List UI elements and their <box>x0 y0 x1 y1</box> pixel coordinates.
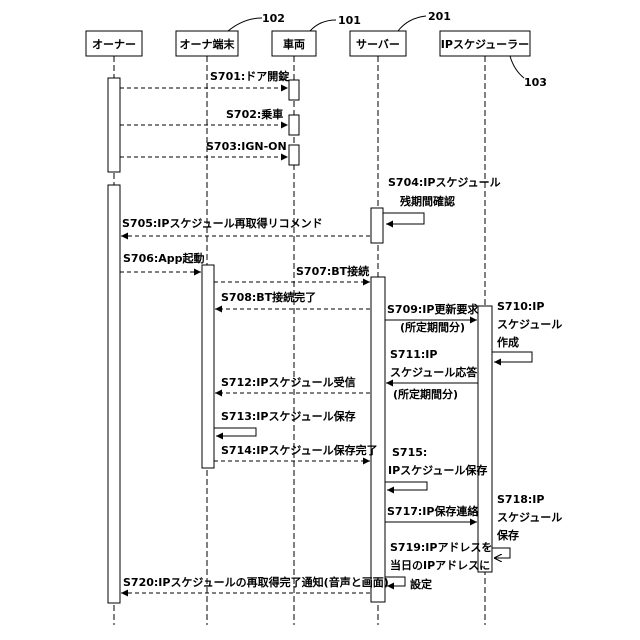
label-s719-line2: 当日のIPアドレスに <box>390 558 490 572</box>
label-s705: S705:IPスケジュール再取得リコメンド <box>122 216 323 230</box>
participant-scheduler-label: IPスケジューラー <box>441 38 529 51</box>
label-s710-line1: S710:IP <box>497 300 544 313</box>
label-s708: S708:BT接続完了 <box>221 290 316 304</box>
activation-vehicle-3 <box>289 145 299 165</box>
label-s717: S717:IP保存連絡 <box>387 504 479 518</box>
ref-201: 201 <box>428 10 451 23</box>
lifelines <box>114 56 485 625</box>
label-s718-line2: スケジュール <box>497 511 562 524</box>
arrow-s713 <box>214 428 256 436</box>
label-s712: S712:IPスケジュール受信 <box>221 375 356 389</box>
arrow-s710 <box>492 352 532 362</box>
label-s703: S703:IGN-ON <box>206 140 287 153</box>
activation-vehicle-2 <box>289 115 299 135</box>
label-s710-line2: スケジュール <box>497 318 562 331</box>
leader-101 <box>310 20 336 31</box>
label-s711-line1: S711:IP <box>390 348 437 361</box>
label-s701: S701:ドア開錠 <box>210 69 290 83</box>
label-s718-line1: S718:IP <box>497 493 544 506</box>
label-s719-line1: S719:IPアドレスを <box>390 541 492 554</box>
label-s704-line1: S704:IPスケジュール <box>388 176 501 189</box>
label-s709-line1: S709:IP更新要求 <box>387 302 479 316</box>
participant-vehicle-label: 車両 <box>283 37 305 51</box>
label-s715-line2: IPスケジュール保存 <box>388 463 487 477</box>
label-s702: S702:乗車 <box>226 107 283 121</box>
label-s704-line2: 残期間確認 <box>400 194 455 208</box>
ref-102: 102 <box>262 12 285 25</box>
participant-owner-label: オーナー <box>92 38 136 51</box>
activation-owner-1 <box>108 78 120 172</box>
label-s711-line3: (所定期間分) <box>393 387 458 401</box>
activation-owner-2 <box>108 185 120 603</box>
leader-103 <box>510 56 524 78</box>
message-labels: S701:ドア開錠 S702:乗車 S703:IGN-ON S704:IPスケジ… <box>122 69 562 591</box>
arrow-s718 <box>492 548 510 558</box>
activation-vehicle-1 <box>289 80 299 100</box>
label-s715-line1: S715: <box>392 446 427 459</box>
ref-103: 103 <box>524 76 547 89</box>
label-s710-line3: 作成 <box>497 335 519 349</box>
label-s720: S720:IPスケジュールの再取得完了通知(音声と画面) <box>123 575 389 589</box>
leader-201 <box>398 16 426 31</box>
label-s706: S706:App起動 <box>123 251 205 265</box>
arrow-s704 <box>383 213 424 224</box>
arrow-s715 <box>385 482 427 490</box>
label-s719-line3: 設定 <box>410 577 432 591</box>
activation-server-1 <box>371 208 383 243</box>
activation-terminal <box>202 265 214 468</box>
label-s714: S714:IPスケジュール保存完了 <box>221 443 378 457</box>
leader-102 <box>228 18 262 31</box>
participant-server-label: サーバー <box>356 38 400 51</box>
participants: オーナー オーナ端末 車両 サーバー IPスケジューラー <box>86 31 530 56</box>
label-s709-line2: (所定期間分) <box>400 320 465 334</box>
activation-scheduler <box>478 306 492 572</box>
label-s718-line3: 保存 <box>496 528 519 542</box>
participant-terminal-label: オーナ端末 <box>180 37 236 51</box>
ref-101: 101 <box>338 14 361 27</box>
label-s713: S713:IPスケジュール保存 <box>221 409 356 423</box>
label-s711-line2: スケジュール応答 <box>390 365 478 379</box>
label-s707: S707:BT接続 <box>296 264 369 278</box>
activation-server-2 <box>371 277 385 602</box>
